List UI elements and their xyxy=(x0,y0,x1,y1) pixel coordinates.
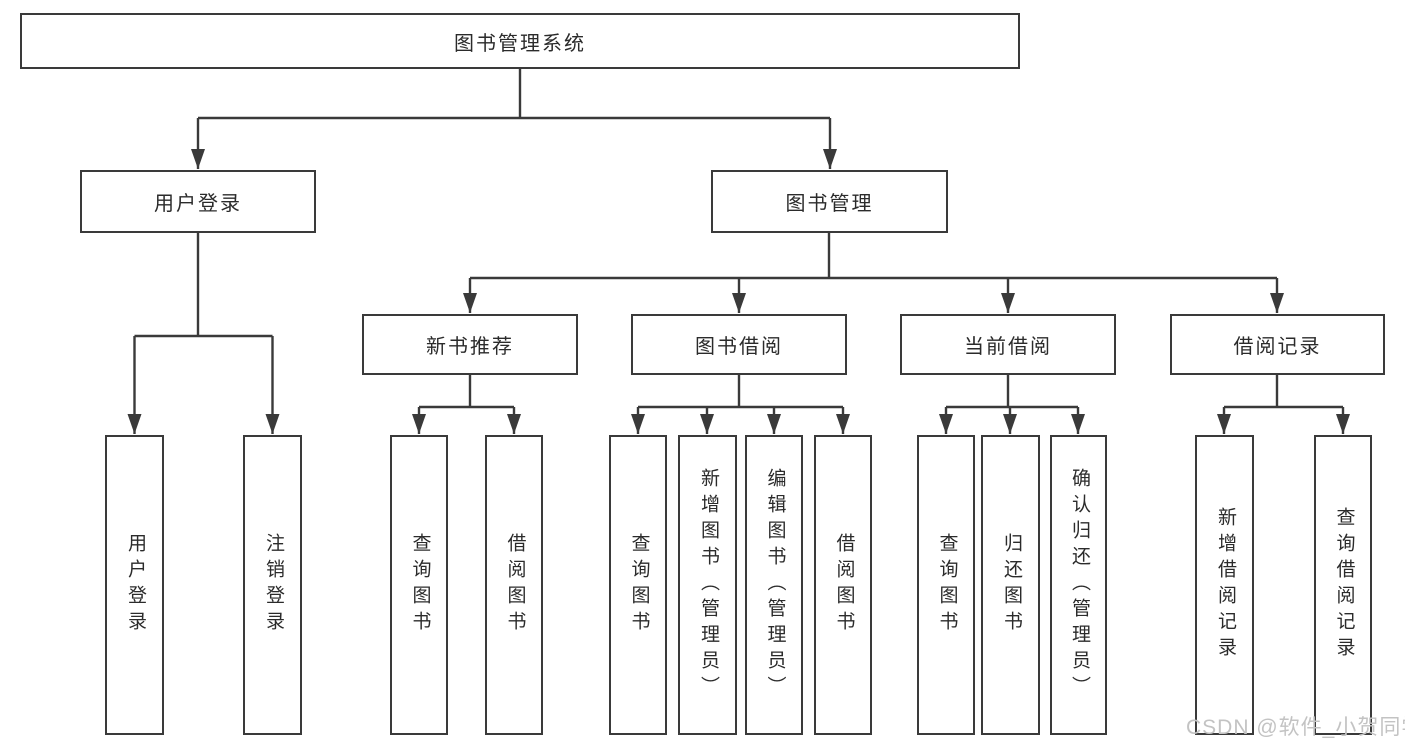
node-borrowing-records: 借阅记录 xyxy=(1170,314,1385,375)
leaf-current-return-books: 归还图书 xyxy=(981,435,1040,735)
csdn-watermark: CSDN @软件_小贺同学 xyxy=(1186,716,1405,739)
leaf-label: 新增借阅记录 xyxy=(1214,507,1236,663)
leaf-label: 查询借阅记录 xyxy=(1333,507,1355,663)
node-new-book-recommend: 新书推荐 xyxy=(362,314,578,375)
leaf-label: 归还图书 xyxy=(1000,533,1022,637)
leaf-newbook-borrow-books: 借阅图书 xyxy=(485,435,543,735)
leaf-current-confirm-return-admin: 确认归还（管理员） xyxy=(1050,435,1107,735)
leaf-label: 注销登录 xyxy=(262,533,284,637)
node-book-borrowing: 图书借阅 xyxy=(631,314,847,375)
leaf-label: 借阅图书 xyxy=(833,533,855,637)
leaf-borrowing-borrow-books: 借阅图书 xyxy=(814,435,872,735)
leaf-label: 用户登录 xyxy=(124,533,146,637)
leaf-label: 编辑图书（管理员） xyxy=(764,468,786,702)
leaf-user-login: 用户登录 xyxy=(105,435,164,735)
leaf-label: 借阅图书 xyxy=(504,533,526,637)
leaf-current-query-books: 查询图书 xyxy=(917,435,975,735)
leaf-borrowing-edit-books-admin: 编辑图书（管理员） xyxy=(745,435,803,735)
leaf-label: 确认归还（管理员） xyxy=(1068,468,1090,702)
leaf-borrowing-query-books: 查询图书 xyxy=(609,435,667,735)
leaf-label: 查询图书 xyxy=(936,533,958,637)
node-user-login: 用户登录 xyxy=(80,170,316,233)
leaf-borrowing-add-books-admin: 新增图书（管理员） xyxy=(678,435,737,735)
node-system-root: 图书管理系统 xyxy=(20,13,1020,69)
node-book-management: 图书管理 xyxy=(711,170,948,233)
node-current-borrowing: 当前借阅 xyxy=(900,314,1116,375)
leaf-label: 查询图书 xyxy=(409,533,431,637)
leaf-records-add-record: 新增借阅记录 xyxy=(1195,435,1254,735)
leaf-logout: 注销登录 xyxy=(243,435,302,735)
leaf-newbook-query-books: 查询图书 xyxy=(390,435,448,735)
leaf-label: 查询图书 xyxy=(628,533,650,637)
leaf-records-query-record: 查询借阅记录 xyxy=(1314,435,1372,735)
leaf-label: 新增图书（管理员） xyxy=(697,468,719,702)
